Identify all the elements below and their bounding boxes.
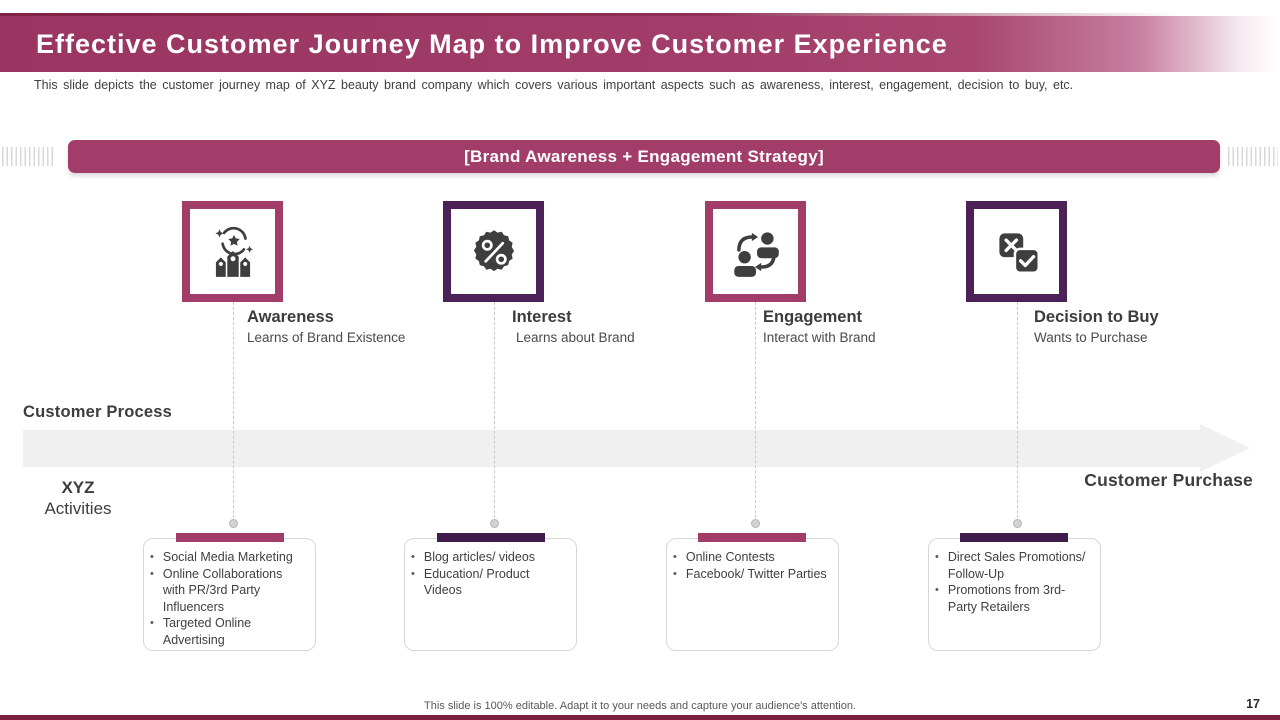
activity-list: •Blog articles/ videos •Education/ Produ…: [405, 539, 576, 599]
list-item: •Online Collaborations with PR/3rd Party…: [150, 566, 283, 614]
stage-desc: Learns about Brand: [516, 330, 635, 345]
stage-desc: Interact with Brand: [763, 330, 876, 345]
stage-name: Interest: [512, 308, 572, 326]
stage-desc: Wants to Purchase: [1034, 330, 1148, 345]
awareness-crowd-icon: [204, 223, 262, 281]
list-item: •Social Media Marketing: [150, 550, 293, 564]
stage-label-decision: Decision to Buy Wants to Purchase: [1034, 307, 1159, 347]
activity-list: •Social Media Marketing •Online Collabor…: [144, 539, 315, 648]
editable-note: This slide is 100% editable. Adapt it to…: [424, 700, 856, 712]
connector-line: [494, 302, 495, 523]
stage-box-awareness: [182, 201, 283, 302]
card-accent-bar: [176, 533, 284, 542]
connector-line: [755, 302, 756, 523]
list-item: •Targeted Online Advertising: [150, 616, 252, 647]
connector-line: [1017, 302, 1018, 523]
customer-process-label: Customer Process: [23, 403, 173, 421]
slide-subtitle: This slide depicts the customer journey …: [34, 78, 1074, 92]
strategy-banner-label: [Brand Awareness + Engagement Strategy]: [464, 146, 824, 166]
connector-line: [233, 302, 234, 523]
strategy-banner: [Brand Awareness + Engagement Strategy]: [68, 140, 1220, 173]
process-arrow: [23, 430, 1200, 467]
stage-box-decision: [966, 201, 1067, 302]
process-arrow-head: [1200, 424, 1250, 472]
page-number: 17: [1246, 697, 1260, 711]
list-item: •Promotions from 3rd-Party Retailers: [935, 583, 1066, 614]
bullet: •: [411, 551, 415, 563]
connector-dot: [490, 519, 499, 528]
bullet: •: [673, 567, 677, 580]
bullet: •: [150, 617, 154, 629]
stage-desc: Learns of Brand Existence: [247, 330, 406, 345]
check-cross-icon: [988, 223, 1046, 281]
activity-card-decision: •Direct Sales Promotions/ Follow-Up •Pro…: [928, 538, 1101, 651]
stage-label-awareness: Awareness Learns of Brand Existence: [247, 307, 405, 347]
activity-card-engagement: •Online Contests •Facebook/ Twitter Part…: [666, 538, 839, 651]
xyz-activities-label: XYZ Activities: [44, 478, 112, 518]
tick-pattern-right: [1228, 147, 1278, 166]
stage-name: Decision to Buy: [1034, 308, 1159, 326]
list-item: •Direct Sales Promotions/ Follow-Up: [935, 550, 1086, 581]
bullet: •: [673, 551, 677, 563]
bullet: •: [935, 551, 939, 563]
activity-card-awareness: •Social Media Marketing •Online Collabor…: [143, 538, 316, 651]
people-exchange-icon: [727, 223, 785, 281]
stage-box-engagement: [705, 201, 806, 302]
connector-dot: [751, 519, 760, 528]
customer-purchase-label: Customer Purchase: [1084, 470, 1253, 490]
stage-label-interest: Interest Learns about Brand: [512, 307, 635, 347]
title-top-accent-line: [0, 13, 1280, 16]
stage-name: Awareness: [247, 308, 334, 326]
discount-badge-icon: [465, 223, 523, 281]
activity-list: •Online Contests •Facebook/ Twitter Part…: [667, 539, 838, 582]
list-item: •Facebook/ Twitter Parties: [673, 566, 827, 581]
card-accent-bar: [960, 533, 1068, 542]
card-accent-bar: [698, 533, 806, 542]
stage-label-engagement: Engagement Interact with Brand: [763, 307, 876, 347]
activity-card-interest: •Blog articles/ videos •Education/ Produ…: [404, 538, 577, 651]
connector-dot: [1013, 519, 1022, 528]
card-accent-bar: [437, 533, 545, 542]
stage-name: Engagement: [763, 308, 863, 326]
activity-list: •Direct Sales Promotions/ Follow-Up •Pro…: [929, 539, 1100, 615]
list-item: •Blog articles/ videos: [411, 550, 536, 564]
list-item: •Online Contests: [673, 550, 775, 564]
tick-pattern-left: [2, 147, 56, 166]
bottom-edge-bar: [0, 715, 1280, 720]
bullet: •: [411, 567, 415, 580]
connector-dot: [229, 519, 238, 528]
bullet: •: [935, 584, 939, 596]
list-item: •Education/ Product Videos: [411, 566, 530, 598]
bullet: •: [150, 551, 154, 563]
title-bar: Effective Customer Journey Map to Improv…: [0, 16, 1280, 72]
stage-box-interest: [443, 201, 544, 302]
page-title: Effective Customer Journey Map to Improv…: [36, 29, 948, 59]
bullet: •: [150, 567, 154, 580]
